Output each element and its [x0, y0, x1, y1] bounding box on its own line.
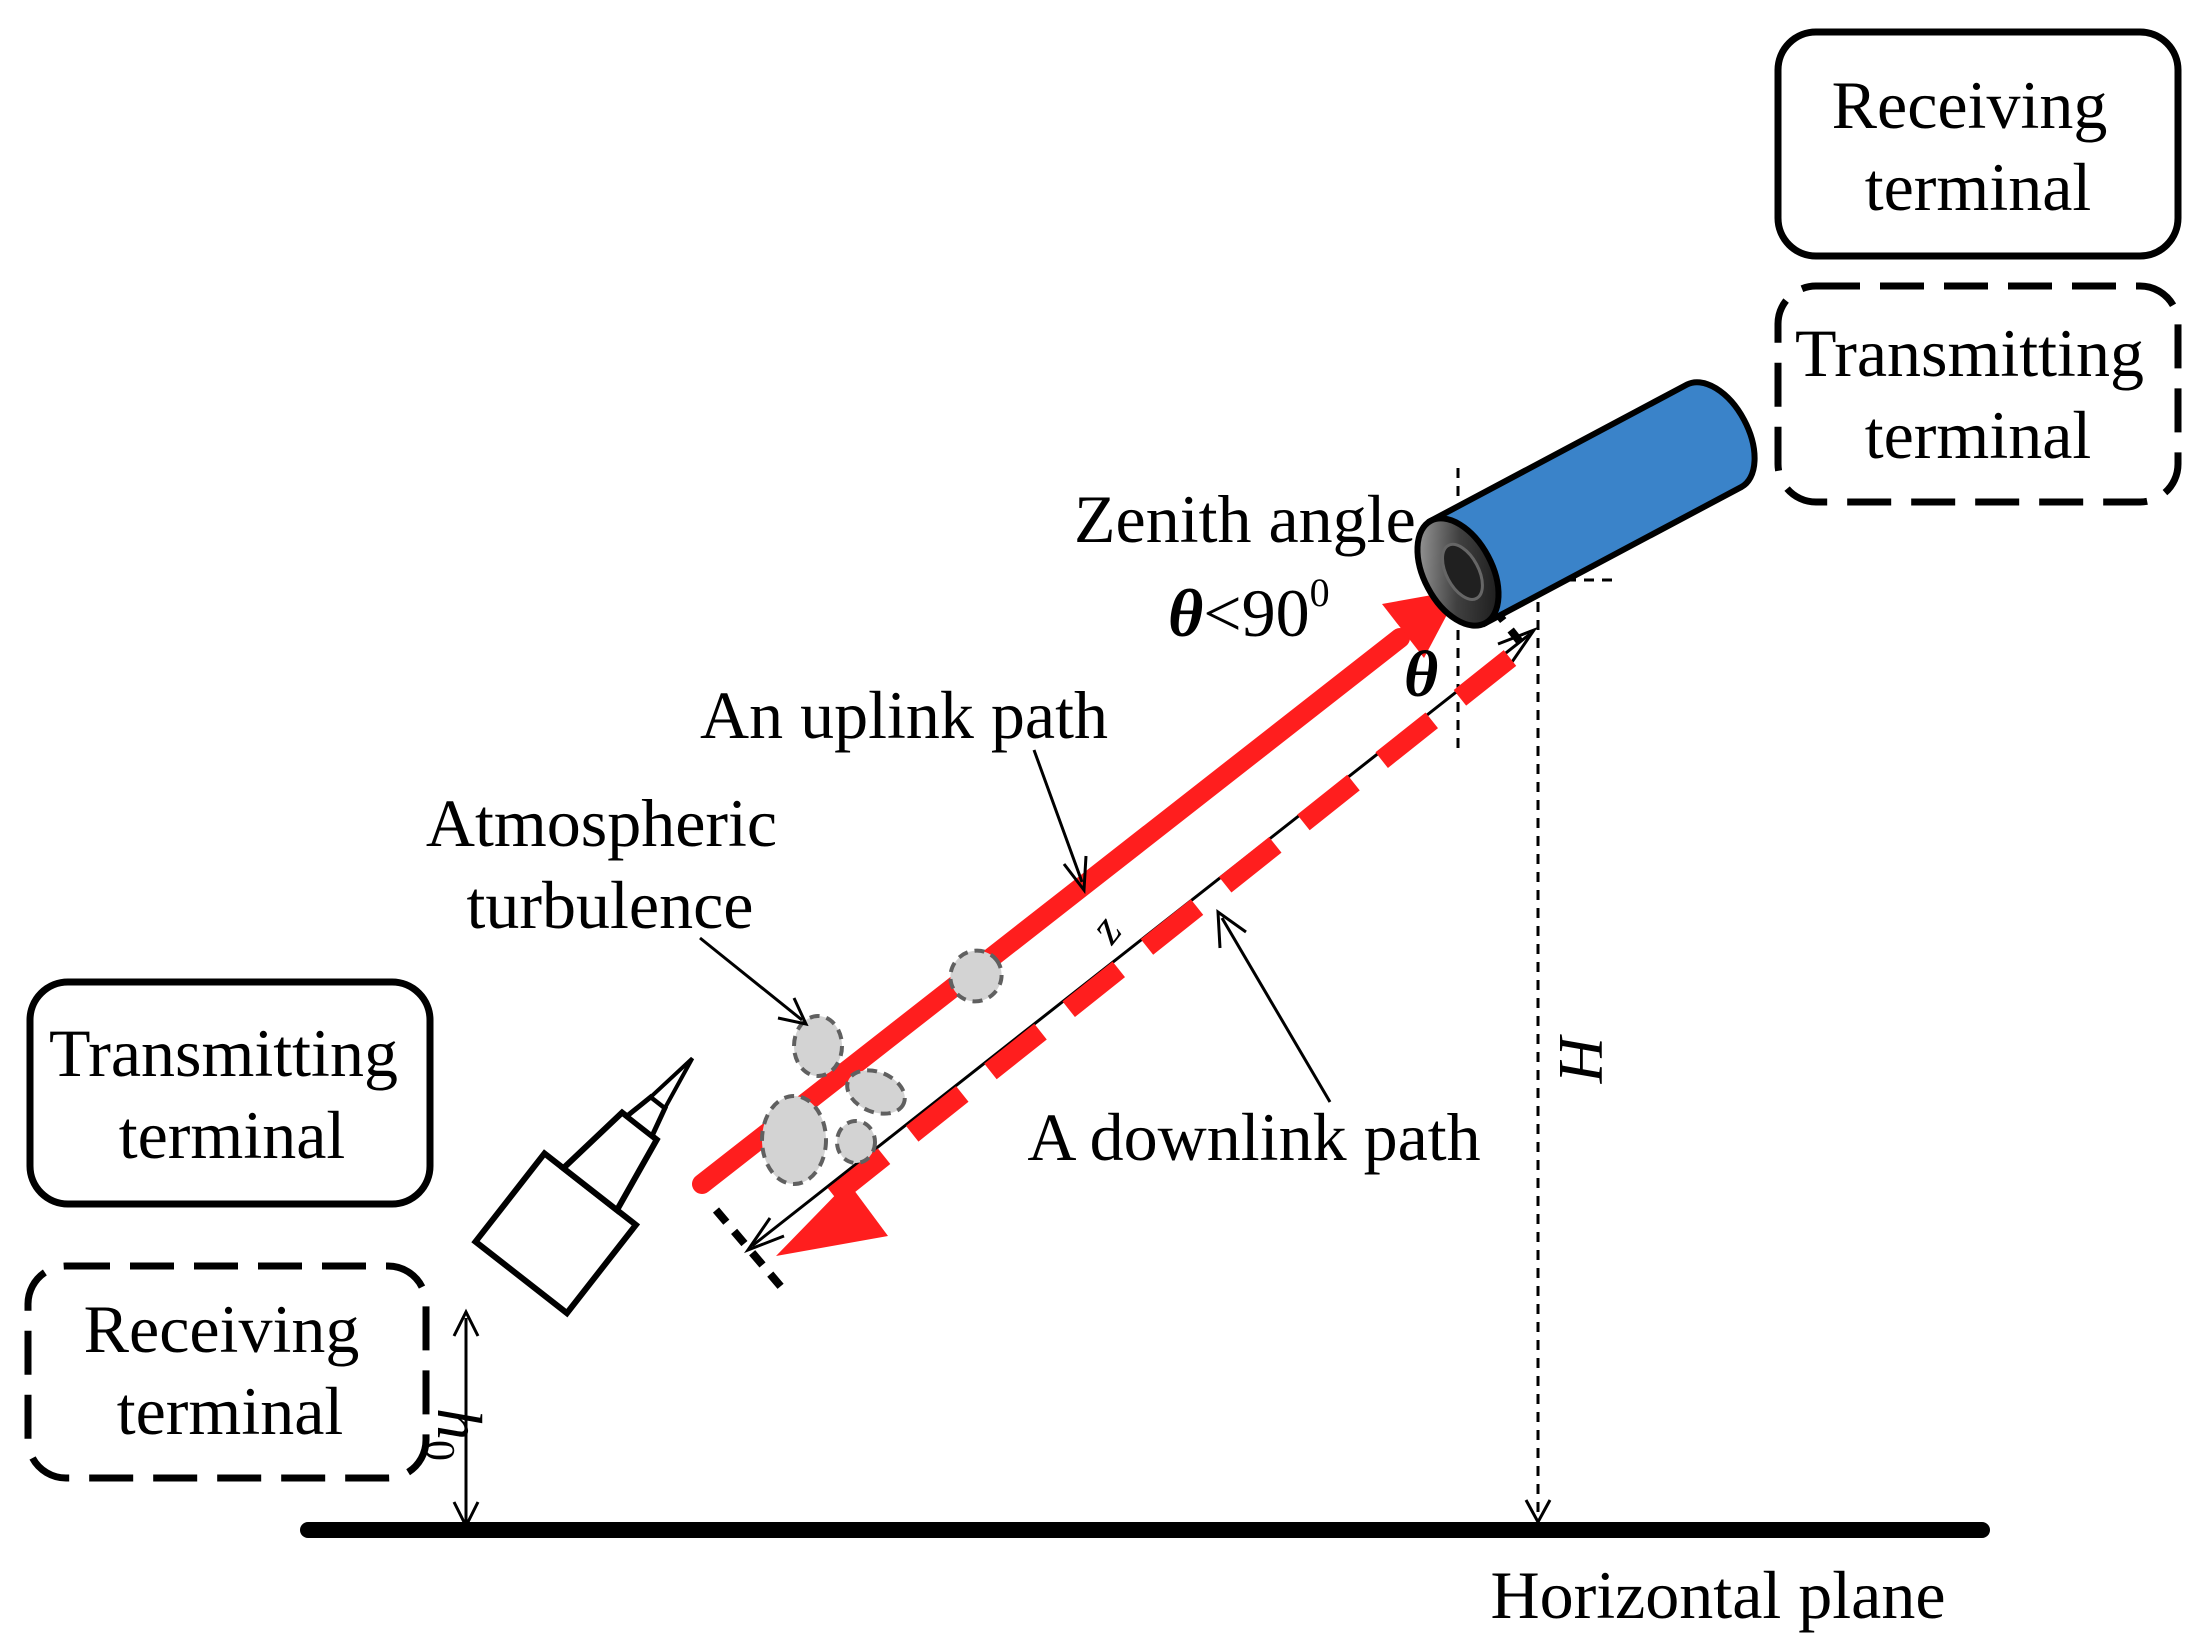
top-transmitting-terminal-label: Transmitting terminal — [1795, 315, 2161, 473]
bottom-transmitting-terminal-box — [26, 978, 434, 1208]
turbulence-cell — [948, 948, 1004, 1004]
bottom-receiving-terminal-label: Receiving terminal — [84, 1291, 377, 1449]
space-telescope-icon — [1414, 379, 1758, 629]
uplink-pointer-arrowhead — [1062, 855, 1088, 895]
z-arrowhead-bottom — [744, 1217, 785, 1254]
horizontal-plane-label: Horizontal plane — [1490, 1557, 1945, 1633]
turbulence-cell — [760, 1094, 828, 1186]
zenith-angle-condition: θ<900 — [1168, 570, 1330, 651]
downlink-pointer-arrowhead — [1216, 908, 1247, 949]
z-arrowhead-top — [1497, 626, 1538, 663]
zenith-angle-label: Zenith angle — [1074, 481, 1416, 557]
turbulence-cell — [845, 1068, 907, 1116]
z-label: z — [1078, 905, 1132, 953]
bottom-receiving-terminal-box — [24, 1262, 430, 1482]
downlink-arrowhead — [776, 1182, 888, 1256]
atmospheric-turbulence-label: Atmospheric turbulence — [426, 785, 794, 943]
top-transmitting-terminal-box — [1774, 282, 2182, 506]
downlink-path-beam — [827, 650, 1517, 1204]
ground-transmitter-icon — [471, 1056, 695, 1318]
downlink-pointer — [1220, 917, 1332, 1103]
h0-arrowhead-bottom — [452, 1501, 480, 1530]
H-label: H — [1546, 1034, 1617, 1085]
turbulence-cell — [792, 1014, 844, 1078]
turbulence-pointer — [699, 936, 803, 1022]
turbulence-cells — [760, 948, 1004, 1186]
downlink-path-label: A downlink path — [1027, 1099, 1480, 1175]
turbulence-cell — [835, 1119, 877, 1165]
h0-label: h0 — [416, 1408, 495, 1461]
uplink-path-beam — [692, 628, 1410, 1194]
uplink-pointer — [1032, 749, 1084, 883]
theta-vertex-label: θ — [1404, 638, 1438, 711]
top-receiving-terminal-label: Receiving terminal — [1832, 67, 2125, 225]
turbulence-pointer-arrowhead — [777, 997, 809, 1027]
H-arrowhead — [1524, 1499, 1552, 1526]
bottom-transmitting-terminal-label: Transmitting terminal — [49, 1015, 415, 1173]
top-receiving-terminal-box — [1774, 28, 2182, 260]
downlink-end-marker — [712, 1207, 786, 1291]
h0-arrowhead-top — [452, 1308, 480, 1337]
uplink-path-label: An uplink path — [700, 677, 1108, 753]
